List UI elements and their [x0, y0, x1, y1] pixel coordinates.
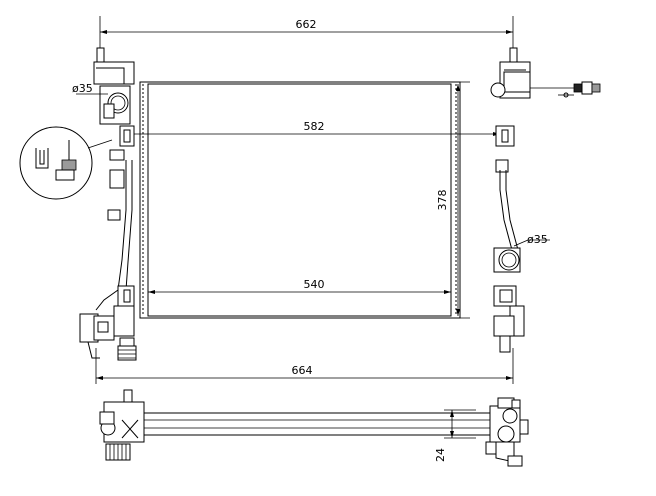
dimension-582: 582 [123, 120, 500, 136]
dimension-582-label: 582 [304, 120, 325, 133]
dimension-664: 664 [95, 348, 514, 384]
dimension-664-label: 664 [292, 364, 313, 377]
dimension-378: 378 [436, 81, 470, 319]
outlet-diameter-label: ø35 [527, 233, 548, 246]
dimension-662: 662 [99, 16, 514, 58]
left-tank [79, 47, 137, 361]
dimension-662-label: 662 [296, 18, 317, 31]
inlet-diameter-callout: ø35 [72, 82, 108, 95]
radiator-core [139, 81, 461, 319]
inlet-diameter-label: ø35 [72, 82, 93, 95]
sensor-detail-view [19, 126, 113, 200]
right-tank [490, 47, 601, 353]
dimension-24: 24 [434, 409, 476, 462]
dimension-378-label: 378 [436, 190, 449, 211]
dimension-24-label: 24 [434, 448, 447, 462]
dimension-540: 540 [148, 278, 451, 294]
radiator-bottom-view [99, 389, 529, 467]
dimension-540-label: 540 [304, 278, 325, 291]
outlet-diameter-callout: ø35 [513, 233, 550, 247]
